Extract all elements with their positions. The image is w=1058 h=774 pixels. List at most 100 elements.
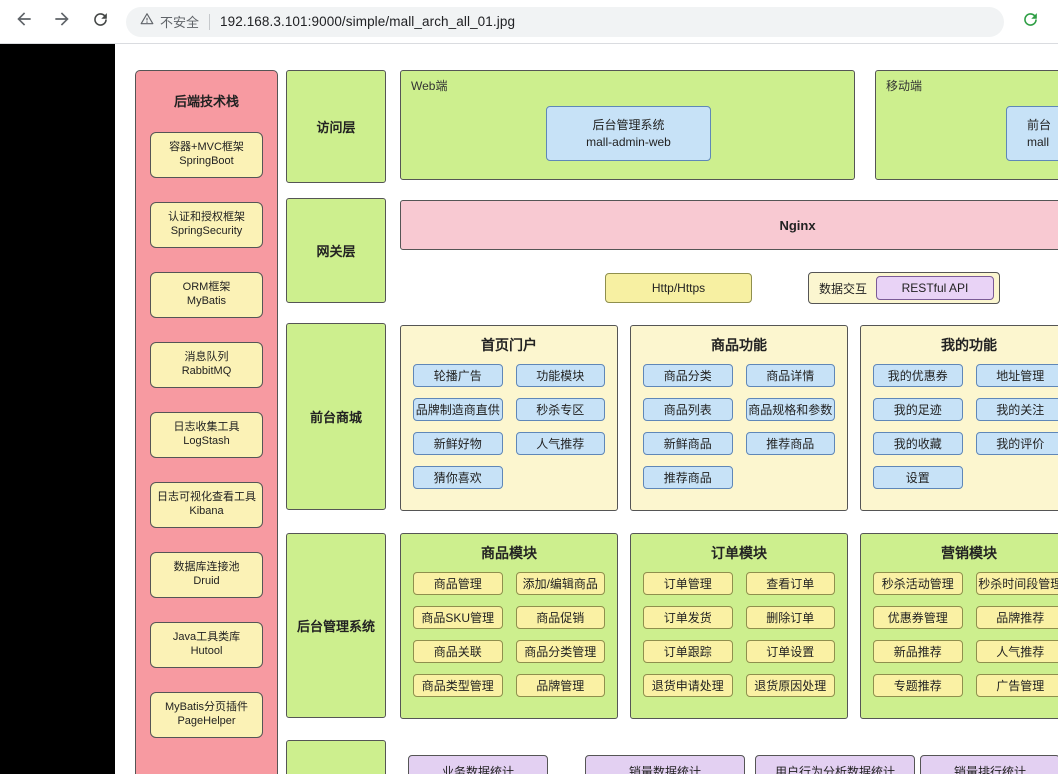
panel-product-module: 商品模块 商品管理 添加/编辑商品 商品SKU管理 商品促销 商品关联 商品分类… [400, 533, 618, 719]
security-label[interactable]: 不安全 [160, 15, 200, 30]
module-button: 秒杀活动管理 [873, 572, 963, 595]
panel-title: 首页门户 [481, 337, 537, 353]
panel-title: 订单模块 [711, 545, 767, 561]
reload-icon [91, 10, 110, 34]
web-client-label: Web端 [411, 79, 448, 93]
feature-button: 我的收藏 [873, 432, 963, 455]
module-button: 查看订单 [745, 572, 835, 595]
feature-button: 推荐商品 [643, 466, 733, 489]
feature-button: 轮播广告 [413, 364, 503, 387]
architecture-diagram-image[interactable]: 后端技术栈 容器+MVC框架 SpringBoot 认证和授权框架 Spring… [115, 44, 1058, 774]
layer-front-mall: 前台商城 [286, 323, 386, 510]
module-button: 商品管理 [413, 572, 503, 595]
tech-stack-title: 后端技术栈 [173, 94, 239, 109]
feature-button: 商品详情 [745, 364, 835, 387]
module-button: 订单发货 [643, 606, 733, 629]
extension-reload-icon [1021, 10, 1040, 34]
back-icon [14, 9, 34, 34]
panel-order-module: 订单模块 订单管理 查看订单 订单发货 删除订单 订单跟踪 订单设置 退货申请处… [630, 533, 848, 719]
module-button: 退货原因处理 [745, 674, 835, 697]
button-grid: 轮播广告 功能模块 品牌制造商直供 秒杀专区 新鲜好物 人气推荐 猜你喜欢 [413, 364, 605, 489]
back-button[interactable] [10, 8, 38, 36]
web-client-panel: Web端 后台管理系统 mall-admin-web [400, 70, 855, 180]
module-button: 商品类型管理 [413, 674, 503, 697]
admin-web-box: 后台管理系统 mall-admin-web [546, 106, 711, 161]
nginx-bar: Nginx [400, 200, 1058, 250]
layer-admin-system: 后台管理系统 [286, 533, 386, 718]
feature-button: 猜你喜欢 [413, 466, 503, 489]
layer-gateway: 网关层 [286, 198, 386, 303]
button-grid: 我的优惠券 地址管理 我的足迹 我的关注 我的收藏 我的评价 设置 [873, 364, 1058, 489]
panel-title: 商品功能 [711, 337, 767, 353]
module-button: 优惠券管理 [873, 606, 963, 629]
tech-stack-item-mybatis: ORM框架 MyBatis [150, 272, 263, 318]
feature-button: 新鲜好物 [413, 432, 503, 455]
panel-title: 我的功能 [941, 337, 997, 353]
module-button: 品牌管理 [515, 674, 605, 697]
module-button: 订单管理 [643, 572, 733, 595]
panel-home-portal: 首页门户 轮播广告 功能模块 品牌制造商直供 秒杀专区 新鲜好物 人气推荐 猜你… [400, 325, 618, 511]
feature-button: 新鲜商品 [643, 432, 733, 455]
restful-api-box: RESTful API [876, 276, 994, 300]
feature-button: 设置 [873, 466, 963, 489]
layer-access: 访问层 [286, 70, 386, 183]
module-button: 退货申请处理 [643, 674, 733, 697]
extension-reload-button[interactable] [1016, 8, 1044, 36]
feature-button: 秒杀专区 [515, 398, 605, 421]
button-grid: 商品管理 添加/编辑商品 商品SKU管理 商品促销 商品关联 商品分类管理 商品… [413, 572, 605, 697]
mobile-client-label: 移动端 [886, 79, 923, 93]
feature-button: 我的评价 [975, 432, 1058, 455]
statistics-box: 业务数据统计 [408, 755, 548, 774]
module-button: 添加/编辑商品 [515, 572, 605, 595]
feature-button: 功能模块 [515, 364, 605, 387]
statistics-box: 用户行为分析数据统计 [755, 755, 915, 774]
browser-toolbar: 不安全 192.168.3.101:9000/simple/mall_arch_… [0, 0, 1058, 44]
tech-stack-item-pagehelper: MyBatis分页插件 PageHelper [150, 692, 263, 738]
address-bar[interactable]: 不安全 192.168.3.101:9000/simple/mall_arch_… [126, 6, 1004, 37]
forward-icon [52, 9, 72, 34]
module-button: 人气推荐 [975, 640, 1058, 663]
feature-button: 商品分类 [643, 364, 733, 387]
button-grid: 商品分类 商品详情 商品列表 商品规格和参数 新鲜商品 推荐商品 推荐商品 [643, 364, 835, 489]
forward-button[interactable] [48, 8, 76, 36]
tech-stack-item-kibana: 日志可视化查看工具Kibana [150, 482, 263, 528]
module-button: 商品分类管理 [515, 640, 605, 663]
data-exchange-label: 数据交互 [819, 281, 868, 296]
module-button: 订单跟踪 [643, 640, 733, 663]
module-button: 新品推荐 [873, 640, 963, 663]
module-button: 秒杀时间段管理 [975, 572, 1058, 595]
feature-button: 商品列表 [643, 398, 733, 421]
module-button: 专题推荐 [873, 674, 963, 697]
module-button: 商品促销 [515, 606, 605, 629]
tech-stack-item-logstash: 日志收集工具 LogStash [150, 412, 263, 458]
feature-button: 我的足迹 [873, 398, 963, 421]
mobile-app-box: 前台 mall [1006, 106, 1058, 161]
statistics-box: 销量数据统计 [585, 755, 745, 774]
url-text[interactable]: 192.168.3.101:9000/simple/mall_arch_all_… [220, 14, 516, 29]
warning-icon [140, 12, 154, 31]
omnibox-divider [209, 13, 211, 30]
panel-my-features: 我的功能 我的优惠券 地址管理 我的足迹 我的关注 我的收藏 我的评价 设置 [860, 325, 1058, 511]
feature-button: 推荐商品 [745, 432, 835, 455]
statistics-box: 销量排行统计 [920, 755, 1058, 774]
http-https-box: Http/Https [605, 273, 752, 303]
module-button: 品牌推荐 [975, 606, 1058, 629]
feature-button: 品牌制造商直供 [413, 398, 503, 421]
data-exchange-box: 数据交互 RESTful API [808, 272, 1000, 304]
panel-title: 商品模块 [481, 545, 537, 561]
button-grid: 订单管理 查看订单 订单发货 删除订单 订单跟踪 订单设置 退货申请处理 退货原… [643, 572, 835, 697]
panel-product-features: 商品功能 商品分类 商品详情 商品列表 商品规格和参数 新鲜商品 推荐商品 推荐… [630, 325, 848, 511]
panel-title: 营销模块 [941, 545, 997, 561]
tech-stack-item-hutool: Java工具类库 Hutool [150, 622, 263, 668]
layer-bottom-clipped [286, 740, 386, 774]
module-button: 广告管理 [975, 674, 1058, 697]
feature-button: 人气推荐 [515, 432, 605, 455]
feature-button: 我的关注 [975, 398, 1058, 421]
tech-stack-item-springboot: 容器+MVC框架 SpringBoot [150, 132, 263, 178]
reload-button[interactable] [86, 8, 114, 36]
feature-button: 我的优惠券 [873, 364, 963, 387]
module-button: 商品关联 [413, 640, 503, 663]
tech-stack-item-rabbitmq: 消息队列 RabbitMQ [150, 342, 263, 388]
module-button: 删除订单 [745, 606, 835, 629]
